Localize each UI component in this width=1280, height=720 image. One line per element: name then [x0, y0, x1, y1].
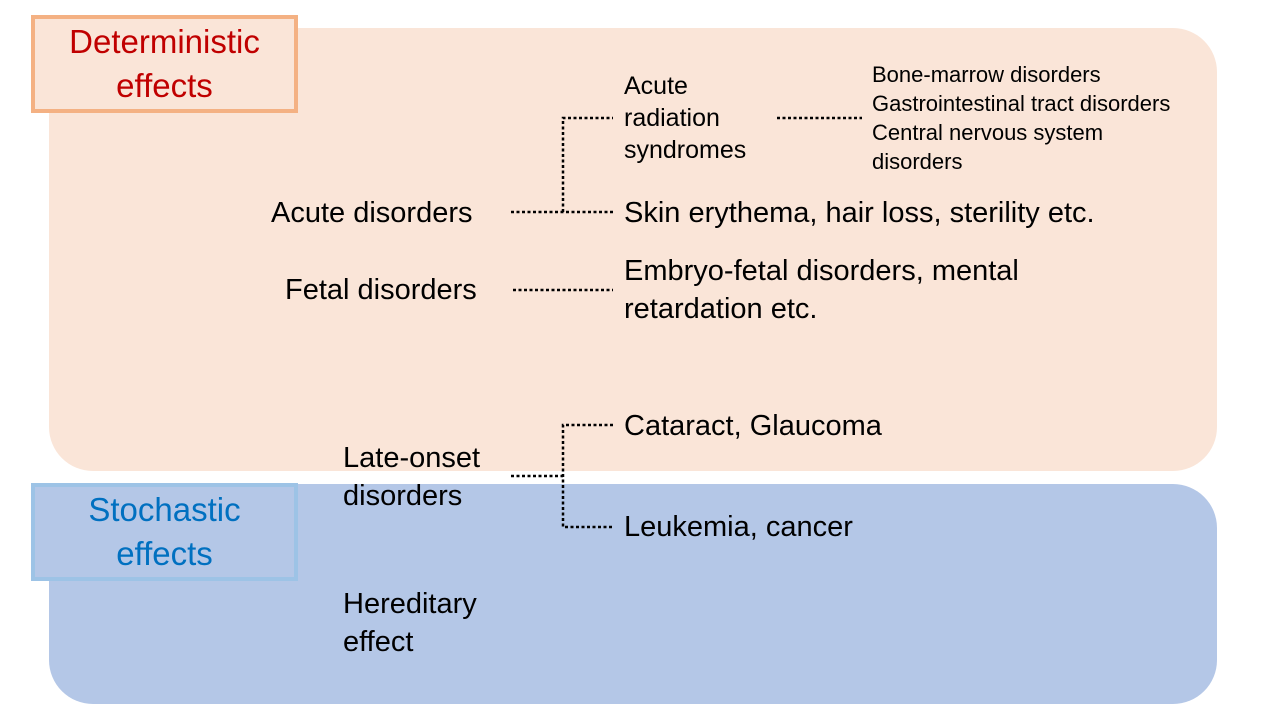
- list-item: Bone-marrow disorders: [872, 62, 1101, 87]
- cataract-glaucoma-label: Cataract, Glaucoma: [624, 410, 882, 442]
- leukemia-cancer-label: Leukemia, cancer: [624, 511, 853, 543]
- acute-disorders-label: Acute disorders: [271, 197, 473, 229]
- connector-late-branches: [561, 423, 613, 529]
- skin-erythema-label: Skin erythema, hair loss, sterility etc.: [624, 197, 1095, 229]
- fetal-disorders-label: Fetal disorders: [285, 274, 477, 306]
- ars-subtypes-list: Bone-marrow disorders Gastrointestinal t…: [872, 60, 1170, 176]
- connector-acute-ars: [561, 116, 613, 212]
- list-item: Gastrointestinal tract disorders: [872, 91, 1171, 116]
- list-item: Central nervous system: [872, 120, 1104, 145]
- list-item: disorders: [872, 149, 963, 174]
